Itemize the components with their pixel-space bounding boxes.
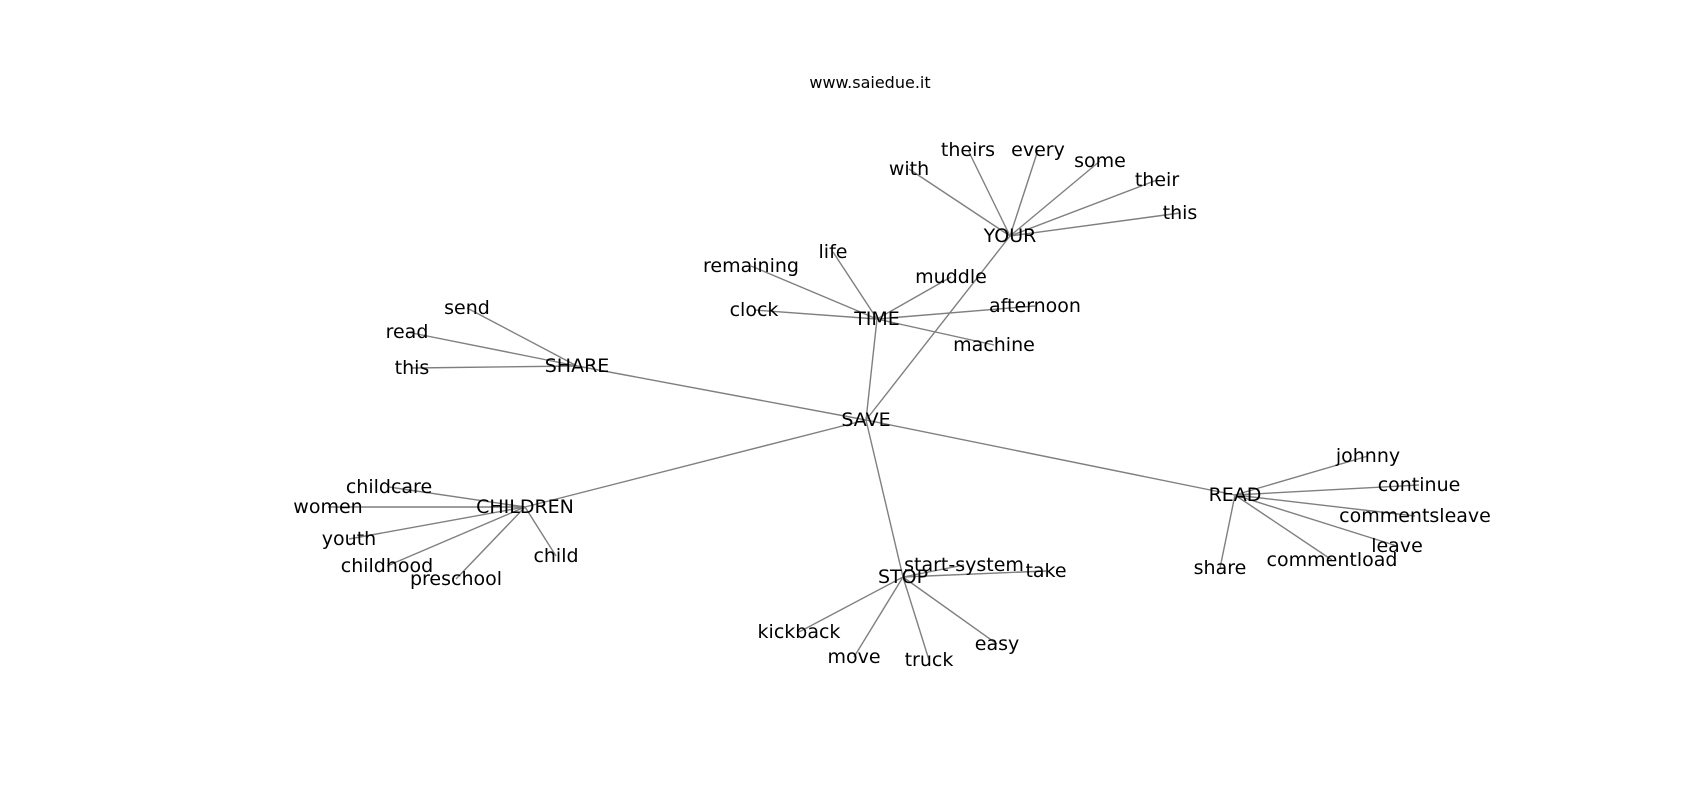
node-label-this-your: this <box>1163 202 1198 224</box>
edge-your-their <box>1009 179 1158 237</box>
edge-stop-start_system <box>902 564 965 578</box>
edge-children-childhood <box>386 506 526 567</box>
edge-read_hub-share_leaf <box>1219 494 1236 569</box>
node-label-share-hub: SHARE <box>545 355 610 377</box>
node-label-truck: truck <box>905 649 954 671</box>
node-label-clock: clock <box>730 299 779 321</box>
site-title: www.saiedue.it <box>809 73 930 92</box>
node-label-commentsleave: commentsleave <box>1339 505 1491 527</box>
node-label-machine: machine <box>953 334 1035 356</box>
edge-share_hub-send <box>466 307 578 367</box>
edge-read_hub-johnny <box>1234 455 1369 496</box>
node-label-children: CHILDREN <box>476 496 574 518</box>
edge-save-stop <box>865 419 904 578</box>
edge-time-muddle <box>876 276 952 320</box>
edge-time-afternoon <box>876 305 1036 320</box>
node-label-leave: leave <box>1371 535 1423 557</box>
edge-your-this_your <box>1009 212 1181 237</box>
edge-your-every <box>1009 149 1039 237</box>
edge-stop-kickback <box>798 576 904 633</box>
node-label-move: move <box>827 646 880 668</box>
node-label-share-leaf: share <box>1194 557 1247 579</box>
node-label-johnny: johnny <box>1335 445 1400 467</box>
node-label-easy: easy <box>975 633 1019 655</box>
edge-stop-easy <box>902 576 998 645</box>
node-label-childhood: childhood <box>341 555 433 577</box>
edge-save-read_hub <box>865 419 1236 496</box>
node-label-commentload: commentload <box>1267 549 1398 571</box>
edge-share_hub-read_leaf <box>406 331 578 367</box>
node-label-life: life <box>819 241 848 263</box>
node-label-remaining: remaining <box>703 255 799 277</box>
edge-children-preschool <box>455 506 526 580</box>
node-label-women: women <box>293 496 362 518</box>
edge-children-youth <box>348 506 526 540</box>
edge-your-some <box>1009 160 1101 237</box>
edge-stop-truck <box>902 576 930 661</box>
edge-stop-move <box>853 576 904 658</box>
node-label-start-system: start-system <box>904 554 1024 576</box>
node-label-take: take <box>1025 560 1066 582</box>
node-label-some: some <box>1074 150 1126 172</box>
node-label-theirs: theirs <box>941 139 995 161</box>
edge-children-child <box>524 506 557 557</box>
edge-share_hub-this_share <box>411 365 578 369</box>
node-label-preschool: preschool <box>410 568 502 590</box>
node-label-save: SAVE <box>841 409 890 431</box>
node-label-with: with <box>889 158 929 180</box>
node-label-youth: youth <box>322 528 376 550</box>
node-label-childcare: childcare <box>346 476 432 498</box>
node-label-time: TIME <box>853 308 900 330</box>
node-label-every: every <box>1011 139 1065 161</box>
edge-read_hub-leave <box>1234 494 1398 547</box>
edge-time-remaining <box>750 265 878 320</box>
edge-layer <box>328 149 1420 661</box>
edge-save-children <box>524 419 867 508</box>
node-label-afternoon: afternoon <box>989 295 1081 317</box>
edge-time-life <box>832 251 878 320</box>
node-label-child: child <box>533 545 578 567</box>
edge-save-share_hub <box>576 365 867 421</box>
edge-children-childcare <box>388 486 526 508</box>
node-label-layer: SAVEYOURTIMESHARECHILDRENSTOPREADwiththe… <box>293 139 1491 671</box>
node-label-kickback: kickback <box>758 621 841 643</box>
edge-time-clock <box>753 309 878 320</box>
edge-stop-take <box>902 570 1047 578</box>
edge-read_hub-commentload <box>1234 494 1333 561</box>
edge-time-machine <box>876 318 995 346</box>
edge-your-theirs <box>967 149 1011 237</box>
node-label-your: YOUR <box>983 225 1037 247</box>
node-label-read-leaf: read <box>386 321 429 343</box>
edge-save-your <box>865 235 1011 421</box>
node-label-muddle: muddle <box>915 266 987 288</box>
node-label-continue: continue <box>1378 474 1461 496</box>
edge-read_hub-commentsleave <box>1234 494 1416 517</box>
node-label-their: their <box>1135 169 1179 191</box>
edge-your-with <box>908 168 1011 237</box>
edge-save-time <box>865 318 878 421</box>
node-label-stop: STOP <box>878 566 928 588</box>
node-label-read-hub: READ <box>1209 484 1262 506</box>
node-label-this-share: this <box>395 357 430 379</box>
node-label-send: send <box>444 297 490 319</box>
edge-read_hub-continue <box>1234 484 1420 496</box>
